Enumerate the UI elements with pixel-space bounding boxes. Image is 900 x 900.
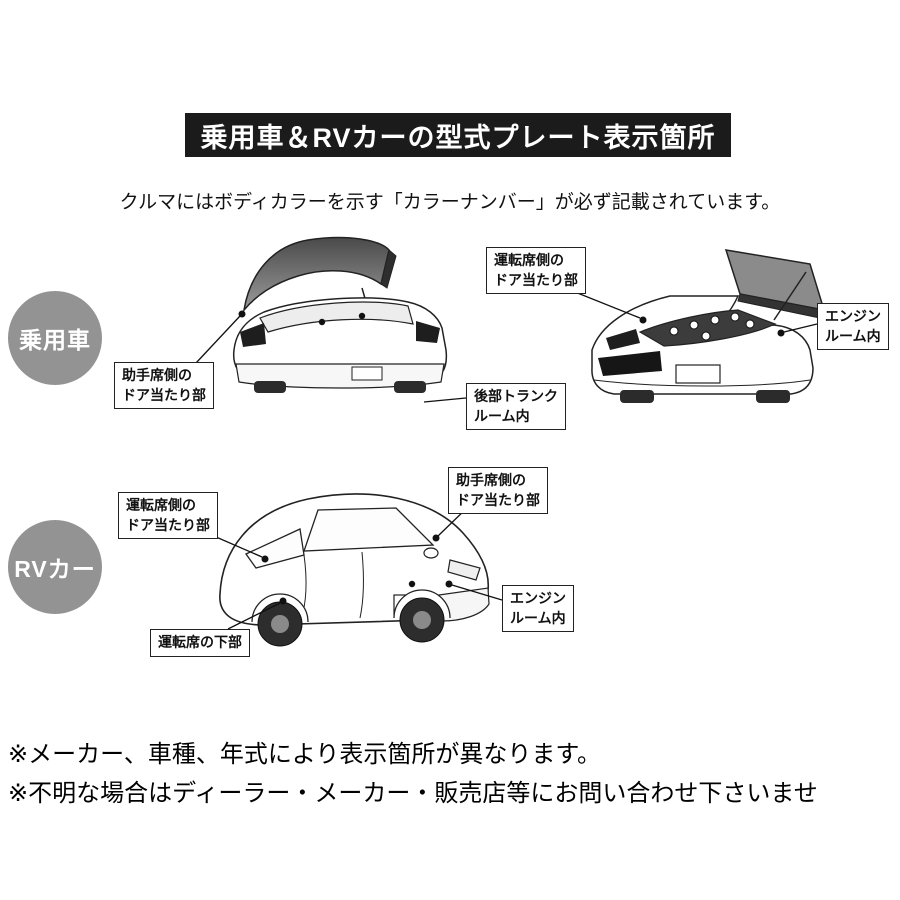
engine-bolt [701,331,711,341]
hood-prop-rod [773,271,807,321]
engine-bolt [745,319,755,329]
plate-location-dot [408,580,416,588]
headlight [606,329,640,350]
callout-passenger-side-door: 助手席側の ドア当たり部 [114,362,214,410]
engine-bay [638,309,777,347]
wheel-hub [413,611,431,629]
note-line-2: ※不明な場合はディーラー・メーカー・販売店等にお問い合わせ下さいませ [8,779,818,807]
sedan-front-hood-open-illustration [591,249,826,403]
callout-rv-passenger-side-door: 助手席側の ドア当たり部 [448,467,548,515]
plate-location-dot [358,312,366,320]
page-title: 乗用車＆RVカーの型式プレート表示箇所 [200,122,716,153]
badge-passenger-car: 乗用車 [8,291,102,385]
engine-bolt [689,320,699,330]
callout-rv-driver-side-door: 運転席側の ドア当たり部 [118,492,218,540]
windshield [303,507,435,552]
intro-text: クルマにはボディカラーを示す「カラーナンバー」が必ず記載されています。 [119,192,781,213]
callout-driver-side-door: 運転席側の ドア当たり部 [486,247,586,295]
engine-bolt [730,312,740,322]
plate-location-dot [318,318,326,326]
wheel-hub [271,615,289,633]
taillight-right [416,321,440,343]
side-mirror [423,547,439,559]
door-seam [359,551,364,619]
wheel [756,390,790,403]
trunk-lid-edge [380,249,397,289]
callout-engine-room-sedan: エンジン ルーム内 [817,303,889,351]
badge-rv-car: RVカー [8,520,102,614]
engine-bolt [669,326,679,336]
license-plate [675,364,721,384]
grille [598,351,662,376]
license-plate [351,366,383,381]
engine-bolt [710,315,720,325]
badge-rv-car-label: RVカー [14,556,96,582]
wheel [254,381,286,393]
wheel [394,381,426,393]
badge-passenger-car-label: 乗用車 [19,327,91,353]
bumper-crease [593,379,811,387]
callout-rear-trunk-room: 後部トランク ルーム内 [466,383,566,431]
note-line-1: ※メーカー、車種、年式により表示箇所が異なります。 [8,741,601,768]
footnotes: ※メーカー、車種、年式により表示箇所が異なります。 ※不明な場合はディーラー・メ… [8,736,818,814]
wheel [620,390,654,403]
rear-bumper [235,363,445,389]
taillight-left [240,323,266,347]
trunk-opening [259,301,414,333]
callout-rv-engine-room: エンジン ルーム内 [502,585,574,633]
header-bar: 乗用車＆RVカーの型式プレート表示箇所 [185,113,731,157]
sedan-rear-trunk-open-illustration [232,236,448,393]
headlight [447,559,481,581]
callout-rv-under-driver-seat: 運転席の下部 [150,629,250,657]
